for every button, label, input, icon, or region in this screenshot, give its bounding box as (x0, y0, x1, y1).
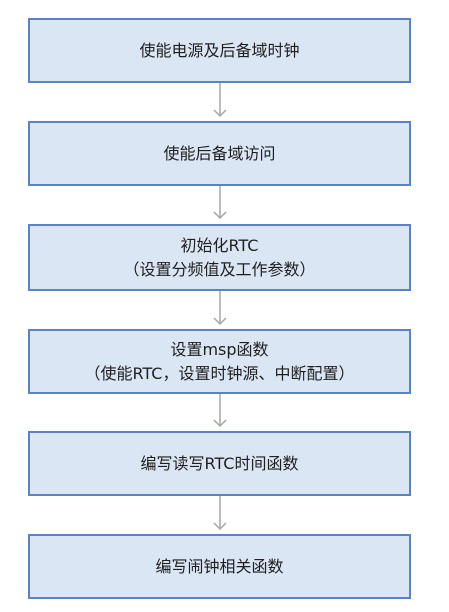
step-label: 使能电源及后备域时钟 (139, 40, 300, 60)
arrow-5 (213, 496, 227, 531)
arrow-4 (213, 394, 227, 428)
step-sublabel: （设置分频值及工作参数） (123, 259, 316, 279)
step-enable-backup-access: 使能后备域访问 (28, 121, 411, 186)
step-label: 编写读写RTC时间函数 (140, 453, 299, 473)
step-sublabel: （使能RTC，设置时钟源、中断配置） (84, 363, 355, 383)
step-write-alarm-functions: 编写闹钟相关函数 (28, 534, 411, 599)
arrow-1 (213, 83, 227, 118)
step-label: 使能后备域访问 (163, 143, 276, 163)
step-set-msp-function: 设置msp函数 （使能RTC，设置时钟源、中断配置） (28, 329, 411, 394)
step-init-rtc: 初始化RTC （设置分频值及工作参数） (28, 224, 411, 291)
arrow-3 (213, 291, 227, 326)
step-write-rtc-time-functions: 编写读写RTC时间函数 (28, 431, 411, 496)
step-label: 初始化RTC (180, 235, 259, 255)
step-label: 编写闹钟相关函数 (155, 556, 284, 576)
step-enable-power-backup-clock: 使能电源及后备域时钟 (28, 18, 411, 83)
step-label: 设置msp函数 (170, 339, 269, 359)
arrow-2 (213, 186, 227, 220)
